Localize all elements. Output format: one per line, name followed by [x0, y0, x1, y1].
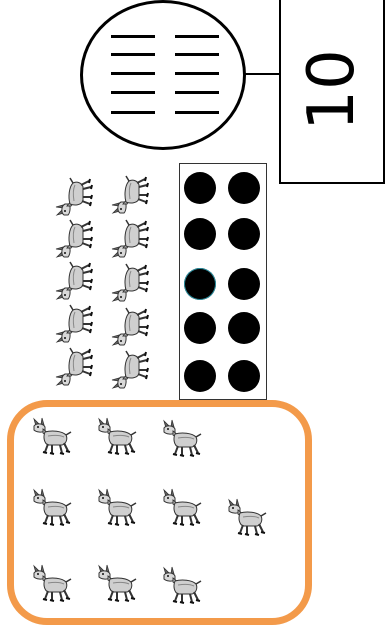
ten-frame-dot: [228, 312, 260, 344]
tally-mark: [111, 35, 155, 38]
donkey-icon: [160, 565, 204, 605]
ten-frame-dot: [184, 172, 216, 204]
donkey-icon: [95, 563, 139, 603]
ten-frame: [179, 163, 267, 400]
donkey-icon: [110, 348, 150, 392]
donkey-icon: [110, 261, 150, 305]
donkey-icon: [110, 217, 150, 261]
tally-mark: [111, 72, 155, 75]
ten-frame-dot: [228, 360, 260, 392]
tally-mark: [175, 91, 219, 94]
donkey-icon: [30, 487, 74, 527]
tally-mark: [175, 72, 219, 75]
tally-mark: [111, 91, 155, 94]
tally-circle: [80, 0, 246, 150]
ten-frame-dot: [228, 218, 260, 250]
donkey-icon: [30, 416, 74, 456]
ten-frame-dot: [228, 268, 260, 300]
donkey-icon: [30, 563, 74, 603]
donkey-icon: [54, 302, 94, 346]
tally-mark: [175, 35, 219, 38]
tally-mark: [111, 53, 155, 56]
ten-frame-dot: [184, 268, 216, 300]
ten-frame-dot: [184, 360, 216, 392]
number-card: 10: [279, 0, 385, 184]
donkey-icon: [95, 416, 139, 456]
tally-mark: [111, 111, 155, 114]
donkey-icon: [110, 173, 150, 217]
ten-frame-dot: [184, 218, 216, 250]
connector-line: [244, 73, 282, 75]
ten-frame-dot: [228, 172, 260, 204]
donkey-icon: [225, 497, 269, 537]
donkey-icon: [110, 305, 150, 349]
donkey-icon: [160, 487, 204, 527]
tally-mark: [175, 53, 219, 56]
donkey-icon: [54, 217, 94, 261]
donkey-icon: [54, 259, 94, 303]
donkey-icon: [54, 175, 94, 219]
ten-frame-dot: [184, 312, 216, 344]
donkey-icon: [160, 418, 204, 458]
tally-mark: [175, 111, 219, 114]
donkey-icon: [95, 487, 139, 527]
donkey-icon: [54, 345, 94, 389]
number-value: 10: [300, 49, 364, 130]
